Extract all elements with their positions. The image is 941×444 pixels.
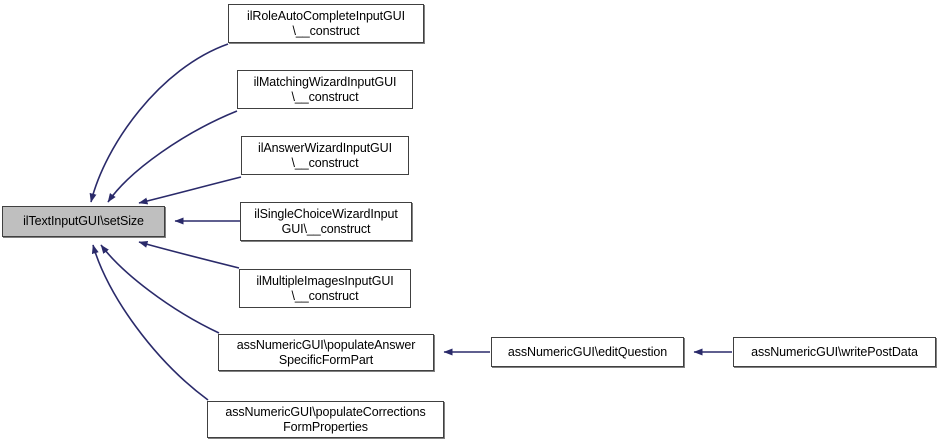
graph-node-write-post-data[interactable]: assNumericGUI\writePostData [733,337,936,367]
graph-node-multiple-images-label: ilMultipleImagesInputGUI \__construct [256,273,394,303]
graph-node-edit-question-label: assNumericGUI\editQuestion [507,344,668,359]
graph-node-single-choice-wizard-label: ilSingleChoiceWizardInput GUI\__construc… [254,206,398,236]
edge-answer-wizard-to-setsize [138,176,242,205]
graph-node-answer-wizard-label: ilAnswerWizardInputGUI \__construct [258,140,392,170]
graph-node-multiple-images[interactable]: ilMultipleImagesInputGUI \__construct [239,269,411,308]
graph-node-setsize[interactable]: ilTextInputGUI\setSize [2,206,165,237]
graph-node-populate-corrections[interactable]: assNumericGUI\populateCorrections FormPr… [207,401,444,438]
graph-node-role-autocomplete[interactable]: ilRoleAutoCompleteInputGUI \__construct [228,4,424,43]
graph-node-answer-wizard[interactable]: ilAnswerWizardInputGUI \__construct [241,136,409,175]
graph-node-write-post-data-label: assNumericGUI\writePostData [751,344,918,359]
graph-node-populate-answer-specific[interactable]: assNumericGUI\populateAnswer SpecificFor… [218,334,434,371]
graph-node-populate-corrections-label: assNumericGUI\populateCorrections FormPr… [225,404,426,434]
graph-node-populate-answer-specific-label: assNumericGUI\populateAnswer SpecificFor… [236,337,416,367]
graph-node-role-autocomplete-label: ilRoleAutoCompleteInputGUI \__construct [247,8,405,38]
edge-matching-wizard-to-setsize [107,110,238,203]
edge-populate-answer-to-setsize [100,244,220,334]
graph-node-matching-wizard-label: ilMatchingWizardInputGUI \__construct [253,74,397,104]
graph-node-edit-question[interactable]: assNumericGUI\editQuestion [491,337,684,367]
edge-role-autocomplete-to-setsize [89,43,229,203]
graph-node-setsize-label: ilTextInputGUI\setSize [23,214,144,228]
edge-populate-corrections-to-setsize [91,244,209,401]
graph-node-matching-wizard[interactable]: ilMatchingWizardInputGUI \__construct [237,70,413,109]
graph-node-single-choice-wizard[interactable]: ilSingleChoiceWizardInput GUI\__construc… [240,202,412,241]
edge-multiple-images-to-setsize [138,240,240,269]
